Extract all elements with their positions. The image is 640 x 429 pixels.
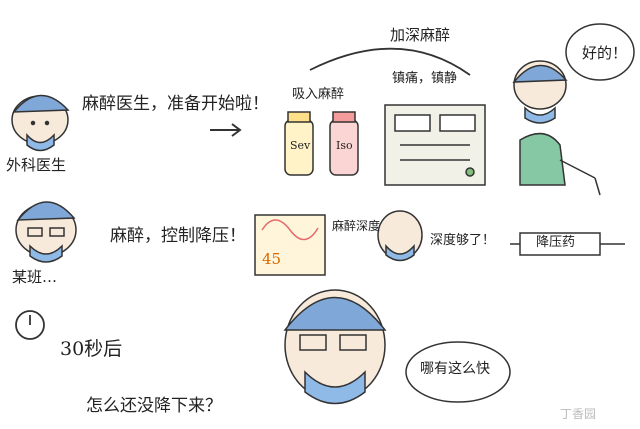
patient-head-small: [377, 210, 423, 262]
anesthesiologist-figure: [512, 60, 601, 196]
deepen-arc-arrow: [309, 47, 471, 76]
drug-vials: [284, 111, 359, 176]
drug-label: 镇痛，镇静: [392, 71, 458, 86]
gas-label: 吸入麻醉: [292, 87, 345, 102]
vial-label-iso: Iso: [336, 139, 353, 152]
vial-label-sev: Sev: [290, 139, 311, 152]
fellow-head-large: [283, 289, 387, 405]
monitor-label: 麻醉深度: [332, 219, 381, 233]
monitor-value: 45: [262, 250, 282, 268]
fellow-label: 某班…: [12, 268, 58, 286]
complaint-text: 怎么还没降下来？: [86, 396, 222, 416]
deepen-label: 加深麻醉: [390, 26, 451, 44]
anesthesia-machine: [384, 104, 486, 186]
syringe: [510, 232, 625, 256]
reply-bubble-text: 哪有这么快: [420, 361, 490, 377]
surgeon-label: 外科医生: [6, 156, 67, 174]
fellow-speech: 麻醉，控制降压！: [110, 226, 246, 246]
arrow-1: [210, 123, 242, 137]
depth-bubble-text: 深度够了！: [430, 233, 496, 248]
confirm-bubble-text: 好的！: [582, 44, 628, 62]
fellow-head: [15, 201, 77, 263]
timer-label: 30秒后: [60, 338, 123, 360]
syringe-label: 降压药: [536, 235, 576, 250]
surgeon-head: [11, 94, 70, 152]
watermark: 丁香园: [560, 407, 597, 421]
reply-bubble-shape: [405, 341, 511, 403]
confirm-bubble-shape: [565, 23, 635, 81]
clock-icon: [15, 310, 45, 340]
monitor-box: [254, 214, 326, 276]
surgeon-speech: 麻醉医生，准备开始啦！: [82, 94, 269, 114]
